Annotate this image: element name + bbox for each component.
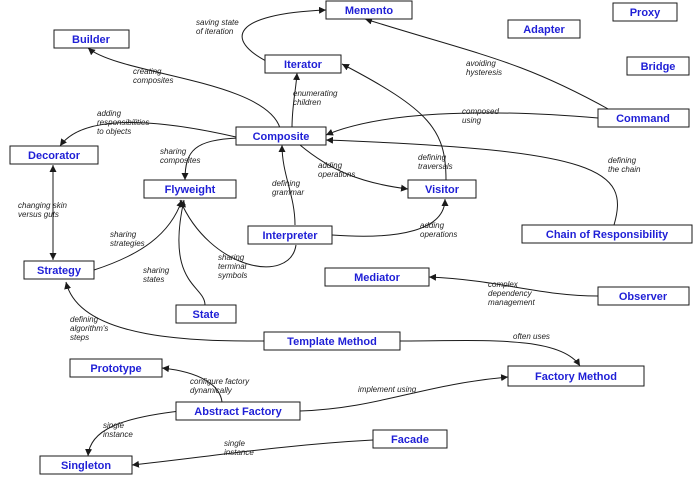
- svg-text:Visitor: Visitor: [425, 184, 460, 196]
- node-chain-of-responsibility[interactable]: Chain of Responsibility: [521, 224, 693, 244]
- node-prototype[interactable]: Prototype: [69, 358, 163, 378]
- svg-text:Strategy: Strategy: [37, 265, 82, 277]
- svg-text:Memento: Memento: [345, 5, 394, 17]
- svg-text:Facade: Facade: [391, 434, 429, 446]
- edge-abstract-factory-method: implement using: [299, 374, 509, 412]
- svg-text:Builder: Builder: [72, 34, 111, 46]
- node-facade[interactable]: Facade: [372, 429, 448, 449]
- svg-text:Mediator: Mediator: [354, 272, 401, 284]
- svg-text:Abstract Factory: Abstract Factory: [194, 406, 282, 418]
- svg-text:Decorator: Decorator: [28, 150, 81, 162]
- node-builder[interactable]: Builder: [53, 29, 130, 49]
- edge-template-factory: often uses: [399, 332, 581, 367]
- node-proxy[interactable]: Proxy: [612, 2, 678, 22]
- node-interpreter[interactable]: Interpreter: [247, 225, 333, 245]
- svg-text:Observer: Observer: [619, 291, 668, 303]
- svg-text:Template Method: Template Method: [287, 336, 377, 348]
- svg-text:Singleton: Singleton: [61, 460, 111, 472]
- node-adapter[interactable]: Adapter: [507, 19, 581, 39]
- node-singleton[interactable]: Singleton: [39, 455, 133, 475]
- svg-text:Prototype: Prototype: [90, 363, 141, 375]
- svg-text:State: State: [193, 309, 220, 321]
- node-strategy[interactable]: Strategy: [23, 260, 95, 280]
- svg-text:Chain of Responsibility: Chain of Responsibility: [546, 229, 669, 241]
- node-bridge[interactable]: Bridge: [626, 56, 690, 76]
- node-mediator[interactable]: Mediator: [324, 267, 430, 287]
- node-memento[interactable]: Memento: [325, 0, 413, 20]
- edge-label-abstract-factory-method: implement using: [358, 385, 417, 394]
- node-visitor[interactable]: Visitor: [407, 179, 477, 199]
- svg-text:Bridge: Bridge: [641, 61, 676, 73]
- svg-text:Factory Method: Factory Method: [535, 371, 617, 383]
- svg-text:Adapter: Adapter: [523, 24, 565, 36]
- node-state[interactable]: State: [175, 304, 237, 324]
- node-template-method[interactable]: Template Method: [263, 331, 401, 351]
- node-command[interactable]: Command: [597, 108, 690, 128]
- svg-text:Interpreter: Interpreter: [262, 230, 318, 242]
- node-composite[interactable]: Composite: [235, 126, 327, 146]
- svg-text:Proxy: Proxy: [630, 7, 661, 19]
- node-iterator[interactable]: Iterator: [264, 54, 342, 74]
- svg-text:Command: Command: [616, 113, 670, 125]
- svg-text:Iterator: Iterator: [284, 59, 323, 71]
- svg-text:Flyweight: Flyweight: [165, 184, 216, 196]
- node-factory-method[interactable]: Factory Method: [507, 365, 645, 387]
- edge-label-template-factory: often uses: [513, 332, 550, 341]
- node-decorator[interactable]: Decorator: [9, 145, 99, 165]
- node-flyweight[interactable]: Flyweight: [143, 179, 237, 199]
- node-observer[interactable]: Observer: [597, 286, 690, 306]
- node-abstract-factory[interactable]: Abstract Factory: [175, 401, 301, 421]
- svg-text:Composite: Composite: [253, 131, 310, 143]
